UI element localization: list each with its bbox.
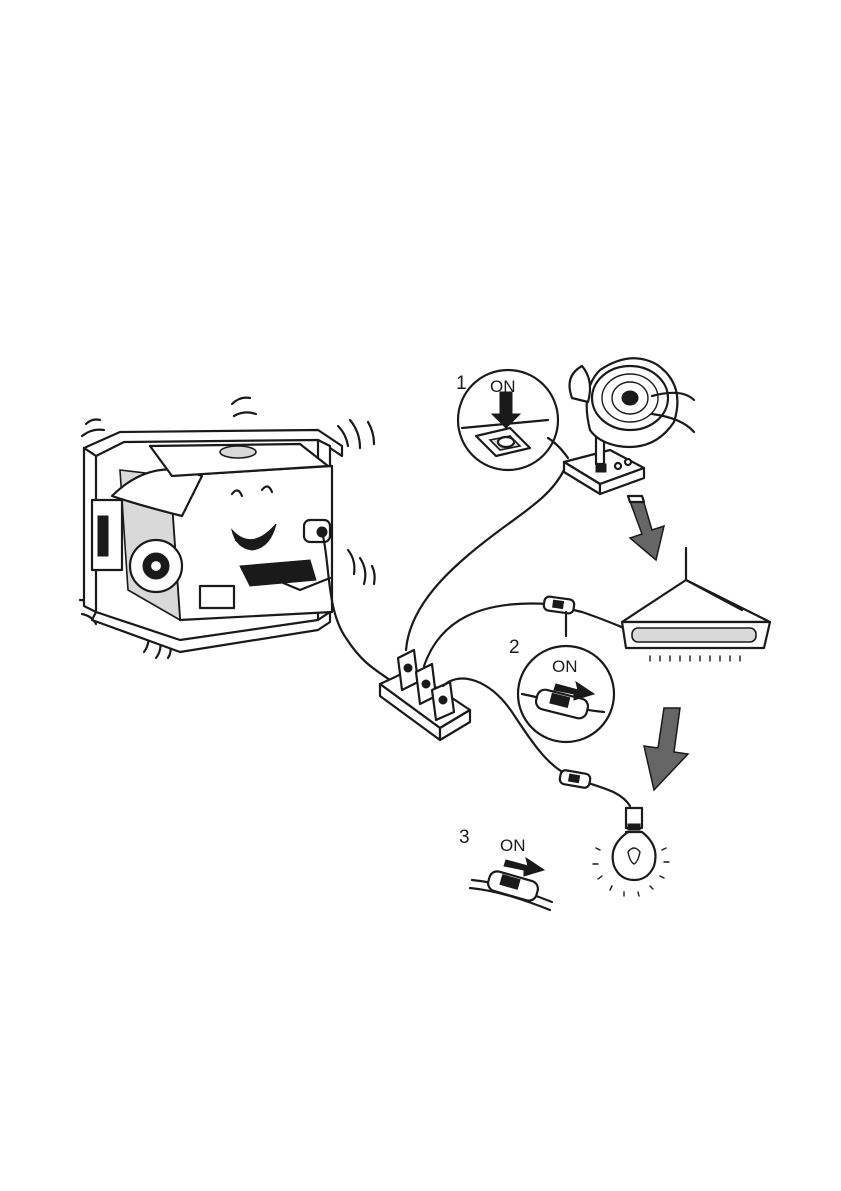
step-3-number: 3 <box>459 827 470 848</box>
inline-switch-icon <box>470 858 552 910</box>
step-3-callout: 3 ON <box>459 827 552 910</box>
step-1-callout: 1 ON <box>456 370 568 470</box>
fan-cord <box>406 470 564 650</box>
lamp-inline-switch <box>559 770 591 789</box>
fan-icon <box>564 358 694 494</box>
light-bulb-icon <box>593 808 669 896</box>
down-arrow-icon <box>628 496 664 560</box>
step-2-number: 2 <box>509 637 520 658</box>
step-3-on-label: ON <box>500 836 526 855</box>
step-2-on-label: ON <box>552 657 578 676</box>
down-arrow-icon <box>644 708 688 790</box>
step-2-callout: 2 ON <box>509 612 614 742</box>
step-1-number: 1 <box>456 373 467 394</box>
heater-icon <box>622 548 770 661</box>
generator-icon <box>80 398 375 658</box>
heater-inline-switch <box>543 596 575 614</box>
